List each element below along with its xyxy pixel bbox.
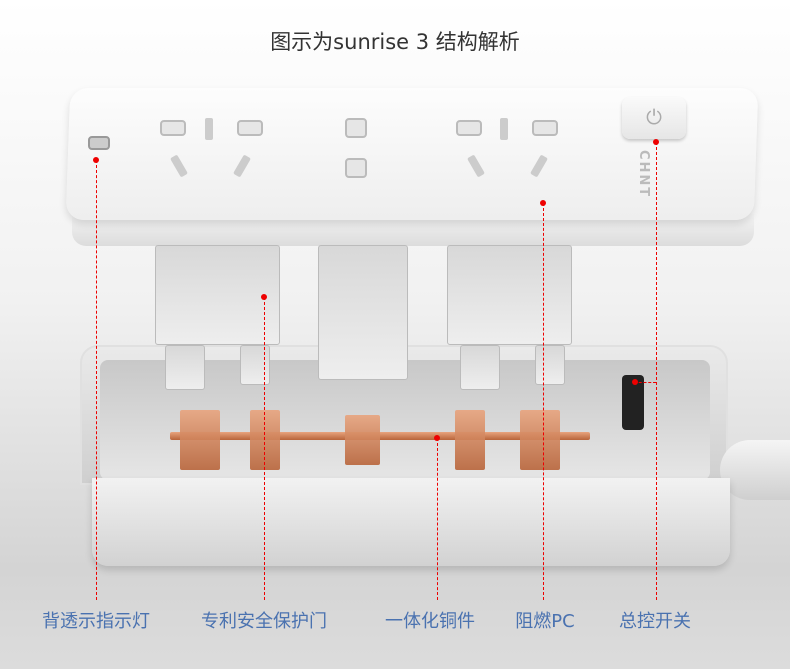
- leader-line: [437, 438, 438, 600]
- safety-shutter-leg: [240, 345, 270, 385]
- copper-contact: [520, 410, 560, 470]
- copper-contact: [345, 415, 380, 465]
- socket-hole: [500, 118, 508, 140]
- safety-shutter: [447, 245, 572, 345]
- safety-shutter-leg: [535, 345, 565, 385]
- power-cord: [720, 440, 790, 500]
- socket-hole: [345, 158, 367, 178]
- power-icon: ⏻: [646, 105, 662, 129]
- leader-dot: [653, 139, 659, 145]
- leader-dot: [540, 200, 546, 206]
- leader-dot: [632, 379, 638, 385]
- copper-bus-bar: [170, 432, 590, 440]
- safety-shutter-leg: [165, 345, 205, 390]
- socket-hole: [532, 120, 558, 136]
- label-safety-shutter: 专利安全保护门: [201, 611, 327, 632]
- copper-contact: [250, 410, 280, 470]
- label-copper: 一体化铜件: [385, 611, 475, 632]
- leader-dot: [93, 157, 99, 163]
- safety-shutter: [155, 245, 280, 345]
- leader-dot: [434, 435, 440, 441]
- leader-line: [543, 203, 544, 600]
- socket-hole: [205, 118, 213, 140]
- switch-component: [622, 375, 644, 430]
- leader-line: [634, 382, 656, 383]
- leader-line: [96, 160, 97, 600]
- leader-line: [656, 142, 657, 600]
- copper-contact: [455, 410, 485, 470]
- label-indicator-light: 背透示指示灯: [42, 611, 150, 632]
- socket-hole: [345, 118, 367, 138]
- safety-shutter-leg: [460, 345, 500, 390]
- brand-logo: CHNT: [636, 150, 651, 199]
- indicator-light: [88, 136, 110, 150]
- label-flame-retardant-pc: 阻燃PC: [515, 611, 575, 632]
- copper-contact: [180, 410, 220, 470]
- safety-shutter: [318, 245, 408, 380]
- page-title: 图示为sunrise 3 结构解析: [270, 30, 520, 54]
- leader-line: [264, 297, 265, 600]
- socket-hole: [456, 120, 482, 136]
- master-switch-button: ⏻: [622, 97, 686, 139]
- label-master-switch: 总控开关: [619, 611, 691, 632]
- socket-hole: [160, 120, 186, 136]
- leader-dot: [261, 294, 267, 300]
- socket-hole: [237, 120, 263, 136]
- base-front-wall: [92, 478, 730, 566]
